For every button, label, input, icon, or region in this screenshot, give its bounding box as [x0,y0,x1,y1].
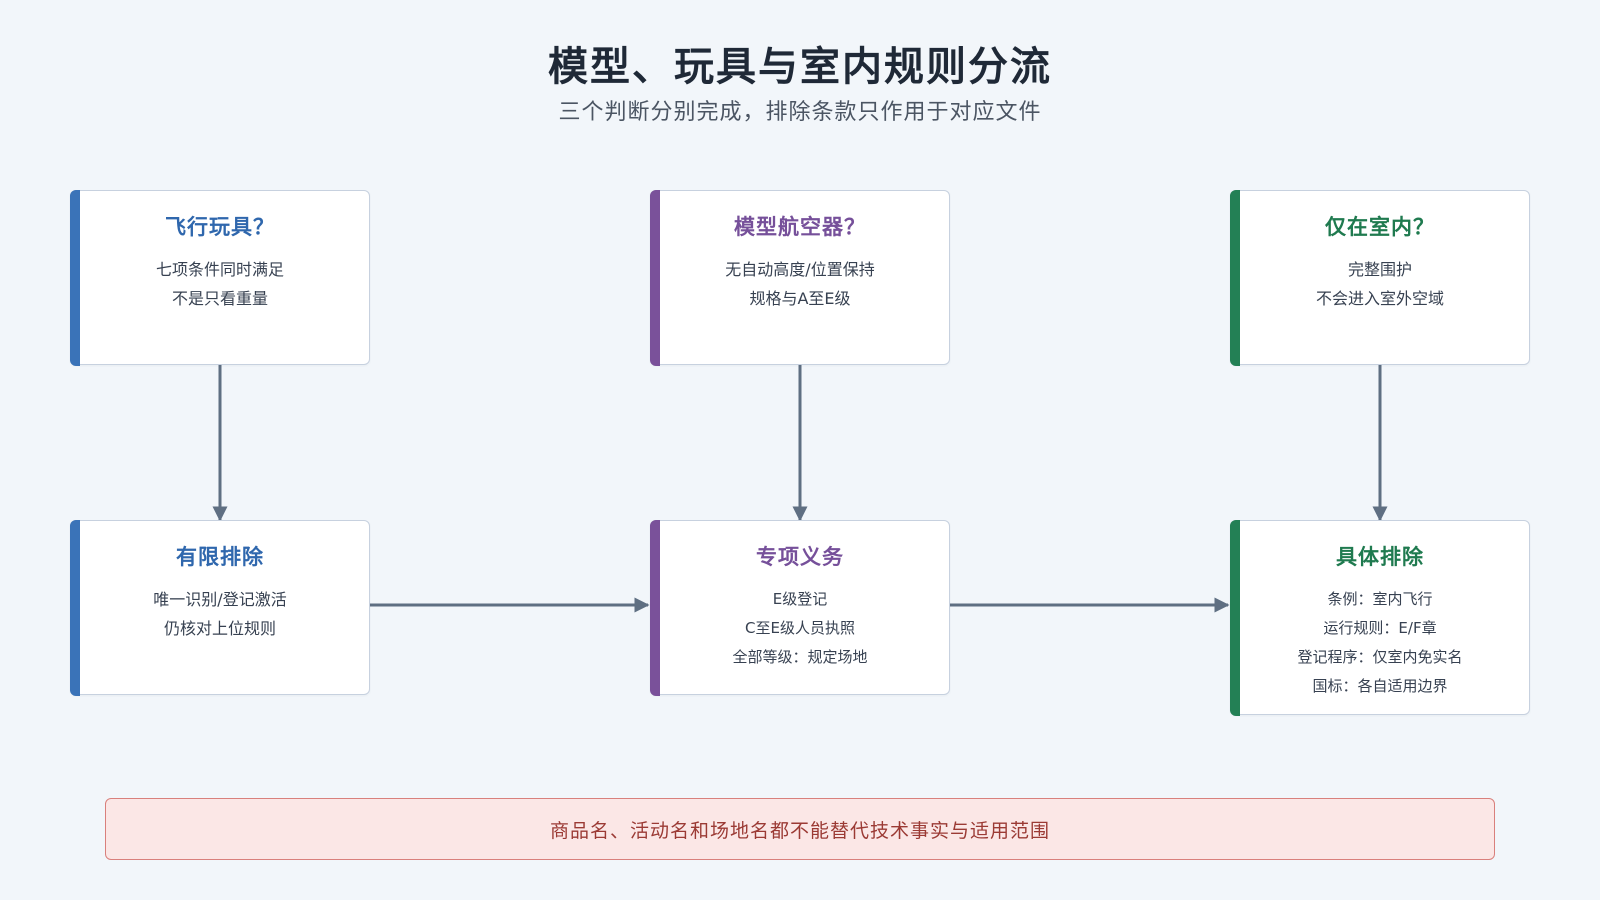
card-specific-exclusion: 具体排除 条例：室内飞行 运行规则：E/F章 登记程序：仅室内免实名 国标：各自… [1229,519,1530,716]
card-line: 条例：室内飞行 [1327,590,1433,608]
card-line: 完整围护 [1347,260,1412,279]
accent-bar [1229,189,1240,366]
card-toy-question: 飞行玩具？ 七项条件同时满足 不是只看重量 [69,189,370,366]
card-special-obligations: 专项义务 E级登记 C至E级人员执照 全部等级：规定场地 [649,519,950,696]
card-title: 专项义务 [756,545,844,569]
card-indoor-question: 仅在室内？ 完整围护 不会进入室外空域 [1229,189,1530,366]
diagram-title: 模型、玩具与室内规则分流 [548,44,1052,90]
card-title: 具体排除 [1336,545,1424,569]
diagram-subtitle: 三个判断分别完成，排除条款只作用于对应文件 [558,100,1042,125]
card-line: 仍核对上位规则 [163,619,276,638]
card-line: E级登记 [772,590,828,608]
accent-bar [69,189,80,366]
card-line: 不是只看重量 [171,289,268,308]
card-line: 全部等级：规定场地 [732,648,868,666]
card-line: 七项条件同时满足 [155,260,284,279]
footer-note-box: 商品名、活动名和场地名都不能替代技术事实与适用范围 [105,798,1495,860]
card-title: 有限排除 [176,545,264,569]
card-title: 仅在室内？ [1325,215,1435,239]
card-line: C至E级人员执照 [745,619,855,637]
footer-note-text: 商品名、活动名和场地名都不能替代技术事实与适用范围 [549,819,1050,842]
card-line: 无自动高度/位置保持 [725,260,875,279]
card-limited-exclusion: 有限排除 唯一识别/登记激活 仍核对上位规则 [69,519,370,696]
accent-bar [649,519,660,696]
card-line: 国标：各自适用边界 [1312,677,1448,695]
card-model-question: 模型航空器？ 无自动高度/位置保持 规格与A至E级 [649,189,950,366]
card-line: 不会进入室外空域 [1315,289,1444,308]
card-line: 规格与A至E级 [749,289,851,308]
card-line: 登记程序：仅室内免实名 [1297,648,1463,666]
card-line: 唯一识别/登记激活 [153,590,287,609]
card-line: 运行规则：E/F章 [1323,619,1437,637]
accent-bar [69,519,80,696]
card-title: 飞行玩具？ [165,215,275,239]
card-title: 模型航空器？ [734,215,866,239]
accent-bar [649,189,660,366]
accent-bar [1229,519,1240,716]
